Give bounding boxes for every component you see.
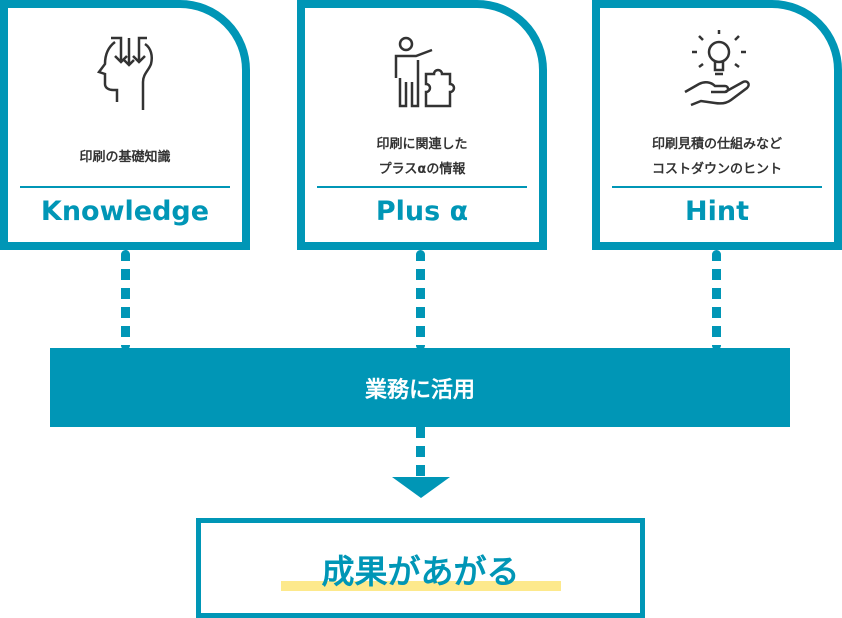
card-knowledge: 印刷の基礎知識 Knowledge [0, 0, 250, 250]
card-plus-alpha: 印刷に関連した プラスαの情報 Plus α [297, 0, 547, 250]
card-title: Hint [685, 196, 749, 227]
card-description: 印刷の基礎知識 [79, 149, 171, 165]
hand-lightbulb-icon [684, 30, 750, 107]
result-label: 成果があがる [321, 552, 520, 591]
divider [20, 186, 230, 188]
card-hint: 印刷見積の仕組みなど コストダウンのヒント Hint [592, 0, 842, 250]
usage-bar: 業務に活用 [50, 348, 790, 427]
divider [317, 186, 527, 188]
person-puzzle-icon [394, 36, 456, 108]
connector-dotted-line [416, 250, 425, 350]
highlight-underline [281, 581, 561, 591]
connector-dotted-line [121, 250, 130, 350]
connector-dotted-line [712, 250, 721, 350]
result-box: 成果があがる [196, 518, 645, 618]
card-description: 印刷見積の仕組みなど コストダウンのヒント [651, 137, 782, 177]
card-title: Knowledge [40, 196, 210, 227]
usage-bar-label: 業務に活用 [364, 377, 475, 403]
card-title: Plus α [375, 196, 469, 227]
divider [612, 186, 822, 188]
head-arrows-icon [96, 36, 153, 110]
connector-dotted-line [416, 427, 425, 479]
card-description: 印刷に関連した プラスαの情報 [376, 137, 468, 177]
arrow-down-icon [392, 477, 450, 498]
